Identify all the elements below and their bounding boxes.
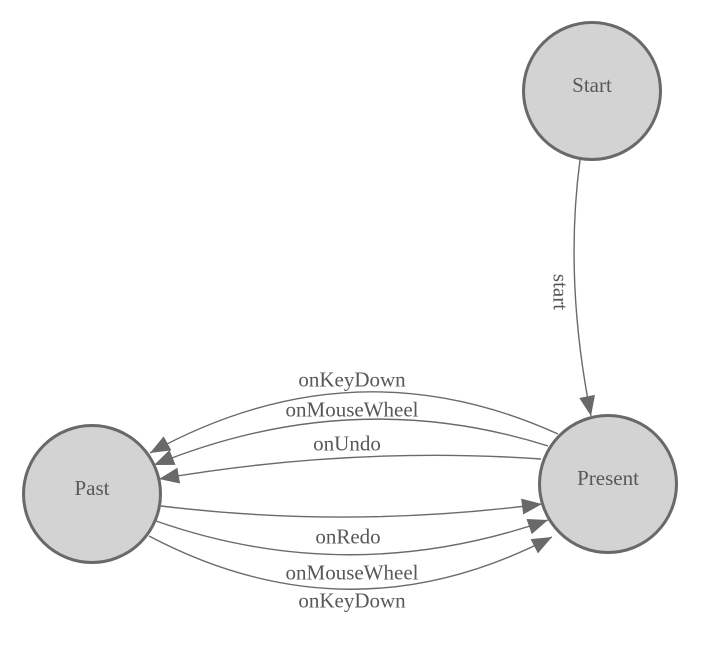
edge-label-onmousewheel-bottom: onMouseWheel [285,560,419,585]
edge-label-onmousewheel-top: onMouseWheel [285,397,419,422]
edge-past-to-present-onredo [160,498,543,518]
edge-label-onkeydown-bottom: onKeyDown [298,588,406,613]
node-past-label: Past [74,475,110,500]
node-present-label: Present [577,465,639,490]
edge-label-onredo: onRedo [315,524,381,549]
edge-label-onkeydown-top: onKeyDown [298,367,406,392]
edge-start-to-present [573,159,595,417]
edge-label-start: start [548,273,573,311]
node-present[interactable]: Present [538,414,678,554]
node-start-label: Start [572,72,612,97]
node-start[interactable]: Start [522,21,662,161]
node-past[interactable]: Past [22,424,162,564]
edge-present-to-past-onundo [158,454,542,484]
edge-label-onundo: onUndo [313,431,381,456]
